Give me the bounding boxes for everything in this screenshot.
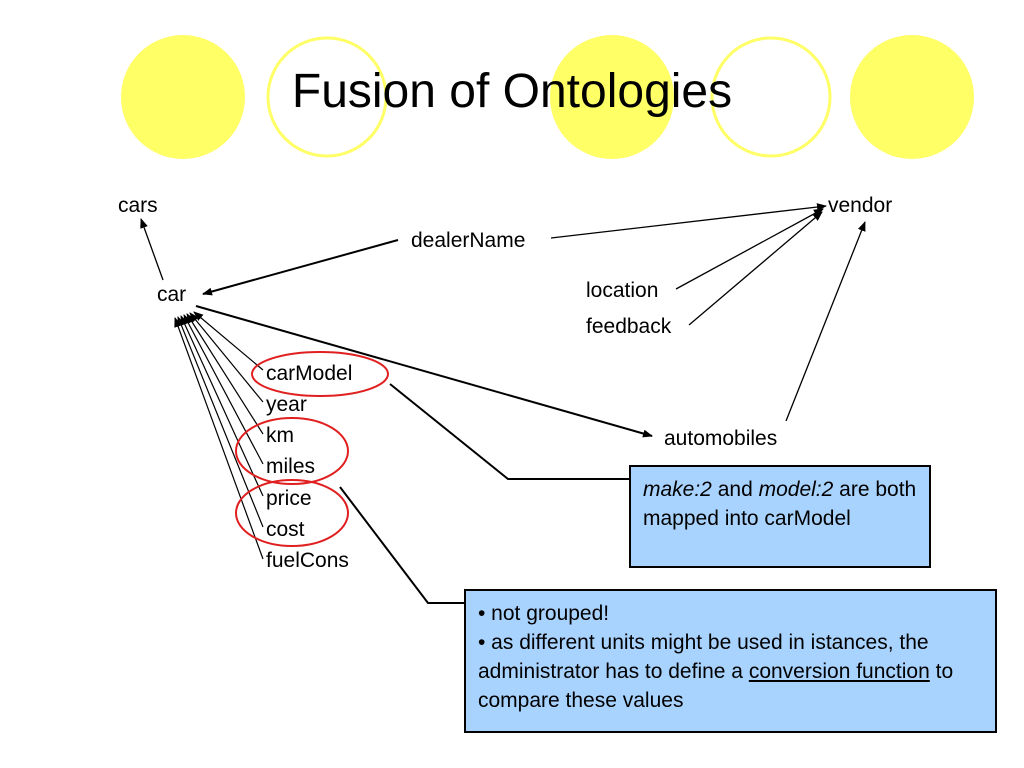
node-fuelcons: fuelCons — [266, 549, 349, 572]
note-mapping-model: model:2 — [758, 478, 834, 501]
edge-fuelcons-car — [174, 317, 264, 560]
deco-circle-4 — [710, 36, 832, 158]
node-car: car — [157, 283, 187, 306]
node-vendor: vendor — [828, 194, 893, 217]
callout-leader-units — [339, 486, 466, 604]
node-cars: cars — [118, 194, 158, 217]
note-mapping: make:2 and model:2 are both mapped into … — [629, 465, 931, 568]
node-feedback: feedback — [586, 315, 672, 338]
node-dealername: dealerName — [411, 229, 526, 252]
note-mapping-and: and — [711, 478, 759, 501]
edge-km-car — [186, 313, 264, 435]
note-units: • not grouped! • as different units migh… — [464, 589, 997, 733]
note-units-bullet2-pre: • as different units might be used in is… — [478, 631, 929, 683]
edge-location-vendor — [675, 208, 824, 290]
highlight-price-cost — [235, 479, 349, 547]
slide-title: Fusion of Ontologies — [291, 65, 733, 118]
edge-car-cars — [140, 218, 164, 281]
callout-leader-mapping — [389, 383, 630, 480]
node-miles: miles — [266, 455, 316, 478]
node-cost: cost — [266, 518, 305, 541]
edge-miles-car — [183, 314, 264, 465]
deco-circle-1 — [121, 35, 245, 159]
node-year: year — [266, 393, 307, 416]
edge-cost-car — [177, 316, 264, 528]
edge-year-car — [189, 312, 264, 403]
edge-feedback-vendor — [688, 211, 823, 326]
deco-circle-2 — [266, 36, 388, 158]
edge-dealername-car — [202, 239, 399, 296]
edge-carmodel-car — [193, 311, 264, 371]
edge-price-car — [180, 315, 264, 497]
node-price: price — [266, 487, 312, 510]
note-mapping-make: make:2 — [643, 478, 712, 501]
node-km: km — [266, 424, 294, 447]
note-units-bullet2-post: to compare these values — [478, 660, 954, 712]
note-mapping-rest: are both mapped into carModel — [643, 478, 917, 530]
edge-car-automobiles — [195, 305, 653, 438]
deco-circle-3 — [550, 35, 674, 159]
node-automobiles: automobiles — [664, 427, 778, 450]
edge-automobiles-vendor — [785, 221, 866, 422]
highlight-km-miles — [235, 417, 349, 485]
node-location: location — [586, 279, 659, 302]
highlight-carmodel — [251, 351, 389, 397]
note-units-bullet1: • not grouped! — [478, 602, 610, 625]
node-carmodel: carModel — [266, 362, 353, 385]
deco-circle-5 — [850, 35, 974, 159]
note-units-conversion-function: conversion function — [748, 660, 930, 683]
edge-dealername-vendor — [550, 203, 827, 239]
